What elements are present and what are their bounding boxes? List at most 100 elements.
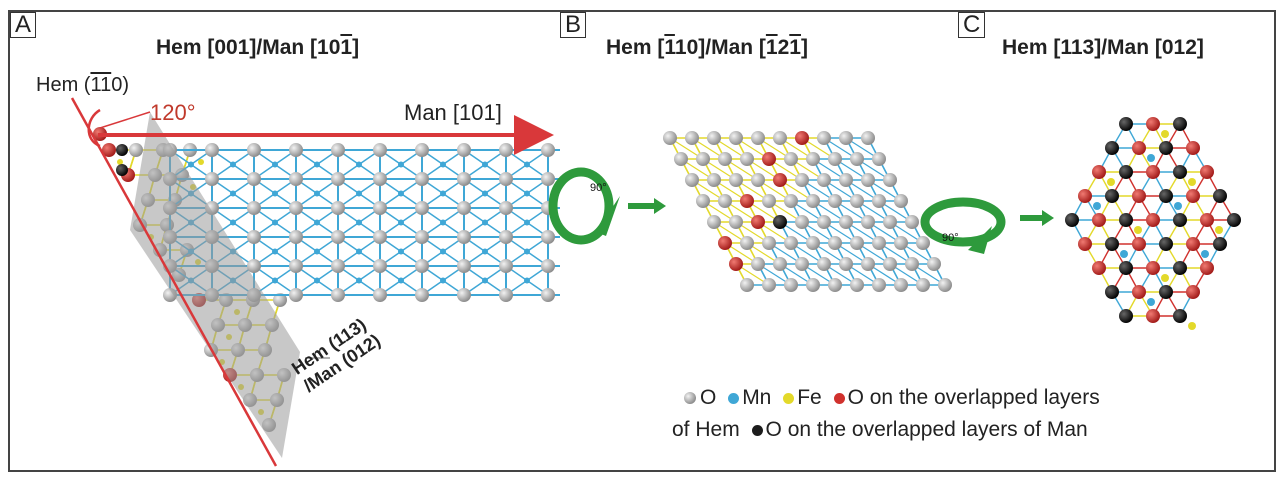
- o-atom: [289, 259, 303, 273]
- hem-overlap-o-atom: [1146, 261, 1160, 275]
- o-atom: [795, 173, 809, 187]
- angle-arc: [87, 108, 101, 148]
- o-atom: [499, 259, 513, 273]
- o-atom: [247, 230, 261, 244]
- o-atom: [718, 152, 732, 166]
- o-atom: [762, 278, 776, 292]
- man-overlap-o-atom: [1119, 309, 1133, 323]
- hem-overlap-o-atom: [1186, 285, 1200, 299]
- hem-overlap-o-atom: [102, 143, 116, 157]
- o-atom: [331, 288, 345, 302]
- o-atom: [751, 131, 765, 145]
- o-atom: [663, 131, 677, 145]
- o-atom: [806, 152, 820, 166]
- mn-atom: [482, 248, 488, 255]
- mn-atom: [1147, 154, 1155, 162]
- hem-overlap-o-atom: [795, 131, 809, 145]
- mn-atom: [356, 248, 362, 255]
- o-atom: [541, 259, 555, 273]
- o-atom: [499, 201, 513, 215]
- hem-overlap-o-atom: [1132, 189, 1146, 203]
- o-atom: [205, 143, 219, 157]
- o-atom: [740, 236, 754, 250]
- o-atom: [828, 236, 842, 250]
- mn-atom: [482, 219, 488, 226]
- hem-overlap-o-atom: [1078, 237, 1092, 251]
- man-overlap-o-atom: [773, 215, 787, 229]
- mn-atom: [272, 219, 278, 226]
- o-atom: [905, 215, 919, 229]
- mn-atom: [314, 219, 320, 226]
- hem-overlap-o-atom: [1146, 117, 1160, 131]
- panel-title-a: Hem [001]/Man [101]: [156, 36, 360, 59]
- o-atom: [499, 230, 513, 244]
- hem-overlap-o-atom: [1186, 189, 1200, 203]
- panel-letter-b: B: [560, 12, 587, 38]
- panel-letter-a: A: [10, 12, 37, 38]
- mn-atom: [356, 219, 362, 226]
- o-atom: [773, 257, 787, 271]
- o-atom: [707, 173, 721, 187]
- o-atom: [696, 152, 710, 166]
- o-atom: [457, 230, 471, 244]
- o-atom: [850, 194, 864, 208]
- o-atom: [839, 257, 853, 271]
- o-atom: [905, 257, 919, 271]
- o-atom: [828, 278, 842, 292]
- man-overlap-o-atom: [1105, 141, 1119, 155]
- legend-fe-dot: [783, 392, 795, 404]
- o-atom: [289, 288, 303, 302]
- legend-hem-overlap-a: O on the overlapped layers: [847, 386, 1100, 409]
- mn-atom: [314, 277, 320, 284]
- o-atom: [247, 143, 261, 157]
- rotation-arrow-b: [548, 167, 620, 245]
- hem-overlap-o-atom: [1186, 237, 1200, 251]
- o-atom: [685, 173, 699, 187]
- o-atom: [729, 215, 743, 229]
- o-atom: [729, 173, 743, 187]
- mn-atom: [1147, 298, 1155, 306]
- interface-plane: [130, 112, 300, 458]
- hem-overlap-o-atom: [729, 257, 743, 271]
- mn-atom: [1201, 250, 1209, 258]
- lattice-b: [663, 131, 952, 292]
- mn-atom: [356, 277, 362, 284]
- man-overlap-o-atom: [1105, 285, 1119, 299]
- mn-atom: [440, 219, 446, 226]
- legend-o-dot: [684, 392, 696, 404]
- legend: O Mn Fe O on the overlapped layers of He…: [672, 382, 1100, 446]
- fe-atom: [1134, 226, 1142, 234]
- mn-atom: [272, 161, 278, 168]
- o-atom: [415, 259, 429, 273]
- mn-atom: [314, 248, 320, 255]
- mn-atom: [524, 277, 530, 284]
- mn-atom: [272, 277, 278, 284]
- mn-atom: [482, 277, 488, 284]
- man-overlap-o-atom: [116, 144, 128, 156]
- o-atom: [457, 201, 471, 215]
- o-atom: [718, 194, 732, 208]
- o-atom: [499, 288, 513, 302]
- man-overlap-o-atom: [1159, 189, 1173, 203]
- o-atom: [373, 143, 387, 157]
- hem-plane-line: [70, 97, 278, 467]
- o-atom: [872, 194, 886, 208]
- o-atom: [817, 257, 831, 271]
- hem-overlap-o-atom: [1186, 141, 1200, 155]
- o-atom: [541, 288, 555, 302]
- mn-atom: [524, 248, 530, 255]
- o-atom: [373, 259, 387, 273]
- o-atom: [817, 131, 831, 145]
- o-atom: [247, 259, 261, 273]
- hem-overlap-o-atom: [718, 236, 732, 250]
- o-atom: [740, 152, 754, 166]
- angle-label: 120°: [150, 100, 196, 125]
- legend-row-2: of Hem O on the overlapped layers of Man: [672, 414, 1100, 446]
- o-atom: [762, 236, 776, 250]
- mn-atom: [230, 190, 236, 197]
- man-overlap-o-atom: [1173, 309, 1187, 323]
- o-atom: [839, 215, 853, 229]
- man-overlap-o-atom: [1119, 213, 1133, 227]
- o-atom: [751, 173, 765, 187]
- o-atom: [373, 201, 387, 215]
